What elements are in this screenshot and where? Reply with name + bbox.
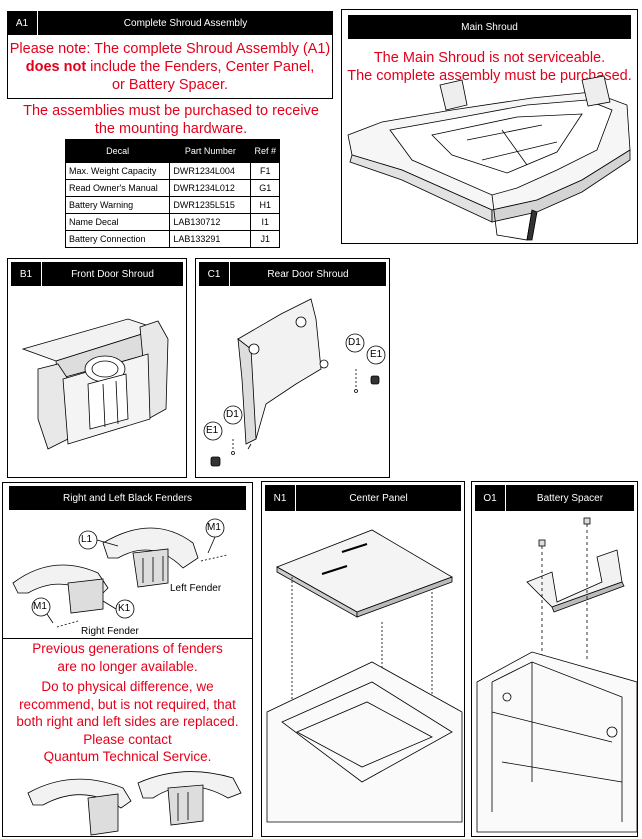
decal-cell: Read Owner's Manual bbox=[64, 179, 171, 197]
panel-header: A1 Complete Shroud Assembly bbox=[7, 11, 333, 35]
front-door-shroud-panel: B1 Front Door Shroud bbox=[7, 258, 187, 478]
decal-cell: Battery Connection bbox=[64, 230, 171, 248]
callout-e1: E1 bbox=[370, 349, 383, 360]
front-door-shroud-drawing bbox=[21, 318, 169, 450]
main-shroud-note-line1: The Main Shroud is not serviceable. bbox=[373, 50, 606, 66]
callout-m1: M1 bbox=[207, 522, 221, 533]
panel-header: O1 Battery Spacer bbox=[475, 485, 634, 511]
panel-header: C1 Rear Door Shroud bbox=[199, 262, 386, 286]
part-number-cell: DWR1234L012 bbox=[169, 179, 252, 197]
panel-title: Complete Shroud Assembly bbox=[123, 17, 248, 29]
right-fender-label: Right Fender bbox=[81, 626, 139, 637]
hardware-note: The assemblies must be purchased to rece… bbox=[8, 102, 334, 138]
panel-title: Main Shroud bbox=[461, 21, 518, 33]
panel-id: B1 bbox=[11, 262, 42, 286]
fenders-note-line: Please contact bbox=[83, 731, 172, 747]
a1-note: Please note: The complete Shroud Assembl… bbox=[8, 40, 332, 94]
panel-header: Right and Left Black Fenders bbox=[9, 486, 246, 510]
fenders-note: Previous generations of fenders are no l… bbox=[3, 640, 252, 766]
callout-d1: D1 bbox=[348, 337, 361, 348]
ref-cell: F1 bbox=[250, 162, 280, 180]
panel-title: Center Panel bbox=[349, 492, 408, 504]
main-shroud-note-line2: The complete assembly must be purchased. bbox=[347, 68, 632, 84]
panel-header: Main Shroud bbox=[348, 15, 631, 39]
fenders-note-line: are no longer available. bbox=[57, 658, 198, 674]
a1-note-line2: does not include the Fenders, Center Pan… bbox=[8, 58, 332, 76]
panel-id: N1 bbox=[265, 485, 296, 511]
ref-cell: H1 bbox=[250, 196, 280, 214]
battery-spacer-panel: O1 Battery Spacer bbox=[471, 481, 638, 837]
fenders-note-line: both right and left sides are replaced. bbox=[16, 714, 239, 729]
battery-spacer-drawing bbox=[476, 517, 638, 833]
decal-cell: Name Decal bbox=[64, 213, 171, 231]
rear-door-shroud-drawing bbox=[203, 298, 386, 467]
panel-header: N1 Center Panel bbox=[265, 485, 461, 511]
fenders-drawing bbox=[12, 518, 228, 628]
part-number-cell: LAB130712 bbox=[169, 213, 252, 231]
part-number-cell: DWR1235L515 bbox=[169, 196, 252, 214]
panel-title: Right and Left Black Fenders bbox=[63, 492, 192, 504]
left-fender-label: Left Fender bbox=[170, 583, 222, 594]
panel-title: Front Door Shroud bbox=[71, 268, 154, 280]
ref-col-header: Ref # bbox=[250, 139, 280, 163]
part-number-col-header: Part Number bbox=[169, 139, 252, 163]
fenders-note-line: Quantum Technical Service. bbox=[43, 749, 212, 764]
callout-e1: E1 bbox=[206, 425, 219, 436]
fenders-note-line: Previous generations of fenders bbox=[32, 641, 223, 656]
decal-cell: Max. Weight Capacity bbox=[64, 162, 171, 180]
panel-id: O1 bbox=[475, 485, 506, 511]
fenders-note-line: recommend, but is not required, that bbox=[19, 696, 236, 712]
a1-note-line2-rest: include the Fenders, Center Panel, bbox=[86, 59, 315, 75]
decal-cell: Battery Warning bbox=[64, 196, 171, 214]
main-shroud-drawing bbox=[347, 75, 631, 241]
hardware-note-line2: the mounting hardware. bbox=[94, 121, 248, 137]
center-panel-panel: N1 Center Panel bbox=[261, 481, 465, 837]
panel-title: Battery Spacer bbox=[536, 492, 604, 504]
a1-note-line1: Please note: The complete Shroud Assembl… bbox=[9, 41, 331, 57]
decal-table: Decal Part Number Ref # Max. Weight Capa… bbox=[64, 139, 280, 248]
a1-note-line3: or Battery Spacer. bbox=[111, 77, 229, 93]
main-shroud-panel: Main Shroud The Main Shroud is not servi… bbox=[341, 9, 638, 244]
complete-shroud-panel: A1 Complete Shroud Assembly Please note:… bbox=[7, 11, 333, 99]
center-panel-drawing bbox=[266, 529, 463, 823]
fenders-divider bbox=[3, 638, 252, 639]
rear-door-shroud-panel: C1 Rear Door Shroud D1 E1 D1 E1 bbox=[195, 258, 390, 478]
panel-title: Rear Door Shroud bbox=[267, 268, 349, 280]
hardware-note-line1: The assemblies must be purchased to rece… bbox=[23, 103, 319, 119]
part-number-cell: LAB133291 bbox=[169, 230, 252, 248]
panel-id: C1 bbox=[199, 262, 230, 286]
panel-id: A1 bbox=[7, 11, 38, 35]
callout-k1: K1 bbox=[118, 603, 131, 614]
ref-cell: J1 bbox=[250, 230, 280, 248]
part-number-cell: DWR1234L004 bbox=[169, 162, 252, 180]
decal-table-header-row: Decal Part Number Ref # bbox=[64, 139, 280, 163]
main-shroud-note: The Main Shroud is not serviceable. The … bbox=[342, 49, 637, 85]
ref-cell: G1 bbox=[250, 179, 280, 197]
callout-m1: M1 bbox=[33, 601, 47, 612]
a1-note-bold: does not bbox=[25, 59, 87, 75]
callout-l1: L1 bbox=[81, 534, 93, 545]
decal-col-header: Decal bbox=[64, 139, 171, 163]
fenders-note-line: Do to physical difference, we bbox=[41, 679, 214, 694]
fenders-panel: Right and Left Black Fenders L1 M1 M1 K1… bbox=[2, 482, 253, 837]
panel-header: B1 Front Door Shroud bbox=[11, 262, 183, 286]
old-fenders-drawing bbox=[27, 771, 242, 836]
callout-d1: D1 bbox=[226, 409, 239, 420]
ref-cell: I1 bbox=[250, 213, 280, 231]
